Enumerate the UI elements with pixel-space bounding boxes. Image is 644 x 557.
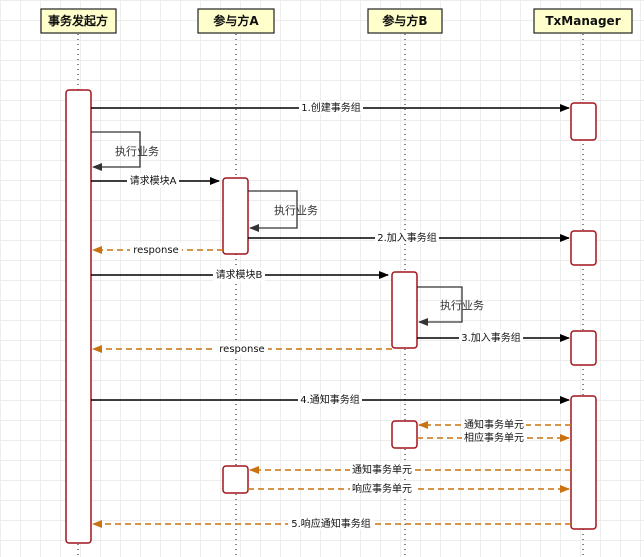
message-label: response <box>133 245 178 256</box>
self-call-label: 执行业务 <box>440 298 484 312</box>
message-notify-unit-b[interactable]: 通知事务单元 <box>418 418 571 431</box>
message-label: 5.响应通知事务组 <box>291 517 371 530</box>
activation-a-1 <box>222 177 249 255</box>
activation-tx-2 <box>570 230 597 266</box>
participant-a[interactable]: 参与方A <box>197 8 275 34</box>
message-notify-group[interactable]: 4.通知事务组 <box>91 393 570 406</box>
message-request-b[interactable]: 请求模块B <box>91 268 389 281</box>
message-label: response <box>219 344 264 355</box>
message-join-group-a[interactable]: 2.加入事务组 <box>248 231 570 244</box>
activation-b-2 <box>391 420 418 449</box>
message-respond-notify-group[interactable]: 5.响应通知事务组 <box>92 517 571 530</box>
participant-label: 参与方B <box>382 13 427 28</box>
participant-b[interactable]: 参与方B <box>367 8 443 34</box>
participant-tx[interactable]: TxManager <box>533 8 633 34</box>
participant-label: 参与方A <box>213 13 259 28</box>
message-respond-unit-b[interactable]: 相应事务单元 <box>417 431 570 444</box>
message-label: 2.加入事务组 <box>377 231 437 244</box>
message-label: 1.创建事务组 <box>301 101 361 114</box>
message-join-group-b[interactable]: 3.加入事务组 <box>417 331 570 344</box>
activation-initiator <box>65 89 92 544</box>
self-call-initiator[interactable]: 执行业务 <box>91 131 159 171</box>
activation-tx-1 <box>570 102 597 141</box>
message-label: 相应事务单元 <box>464 431 524 444</box>
activation-b-1 <box>391 271 418 349</box>
participant-initiator[interactable]: 事务发起方 <box>40 8 117 34</box>
message-respond-unit-a[interactable]: 响应事务单元 <box>248 482 570 495</box>
message-label: 通知事务单元 <box>352 463 412 476</box>
self-call-b[interactable]: 执行业务 <box>417 286 484 326</box>
activation-tx-4 <box>570 395 597 530</box>
participant-label: 事务发起方 <box>48 13 108 28</box>
message-create-group[interactable]: 1.创建事务组 <box>91 101 570 114</box>
self-call-label: 执行业务 <box>115 144 159 158</box>
activation-a-2 <box>222 465 249 494</box>
message-label: 4.通知事务组 <box>300 393 360 406</box>
message-label: 请求模块A <box>130 174 177 187</box>
message-request-a[interactable]: 请求模块A <box>91 174 220 187</box>
message-response-b[interactable]: response <box>92 342 392 355</box>
message-label: 响应事务单元 <box>352 482 412 495</box>
message-label: 请求模块B <box>216 268 263 281</box>
self-call-label: 执行业务 <box>274 203 318 217</box>
activation-tx-3 <box>570 330 597 366</box>
self-call-a[interactable]: 执行业务 <box>248 190 318 232</box>
participant-label: TxManager <box>545 14 620 28</box>
message-label: 通知事务单元 <box>464 418 524 431</box>
message-label: 3.加入事务组 <box>461 331 521 344</box>
message-response-a[interactable]: response <box>92 243 223 256</box>
message-notify-unit-a[interactable]: 通知事务单元 <box>249 463 571 476</box>
